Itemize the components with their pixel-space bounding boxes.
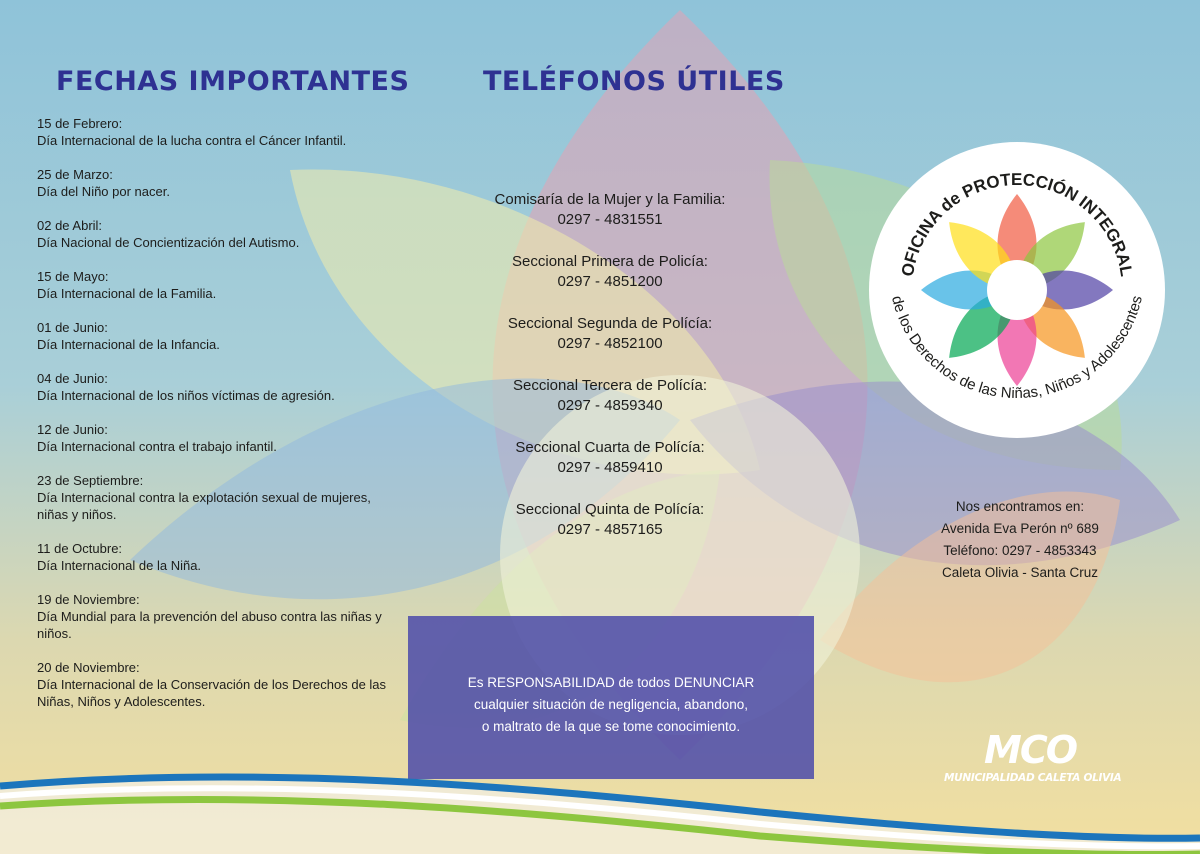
phone-label: Seccional Tercera de Polícía: [513, 377, 707, 394]
date-item: 15 de Febrero: Día Internacional de la lu… [37, 115, 392, 149]
date-item: 23 de Septiembre: Día Internacional contr… [37, 472, 392, 523]
date-label: 19 de Noviembre: [37, 592, 140, 607]
useful-phones-list: Comisaría de la Mujer y la Familia: 0297 … [455, 190, 765, 562]
date-description: Día Mundial para la prevención del abuso… [37, 609, 382, 641]
date-description: Día del Niño por nacer. [37, 184, 170, 199]
date-item: 20 de Noviembre: Día Internacional de la … [37, 659, 392, 710]
date-label: 23 de Septiembre: [37, 473, 144, 488]
phone-label: Seccional Cuarta de Polícía: [515, 439, 705, 456]
date-description: Día Nacional de Concientización del Auti… [37, 235, 300, 250]
phone-label: Seccional Segunda de Polícía: [507, 315, 713, 332]
date-label: 15 de Febrero: [37, 116, 123, 131]
address-phone: Teléfono: 0297 - 4853343 [943, 543, 1097, 558]
date-description: Día Internacional de los niños víctimas … [37, 388, 335, 403]
flower-icon [921, 194, 1113, 386]
phone-number: 0297 - 4851200 [557, 273, 663, 290]
date-description: Día Internacional de la Niña. [37, 558, 202, 573]
phone-item: Comisaría de la Mujer y la Familia: 0297 … [455, 190, 765, 230]
date-description: Día Internacional de la lucha contra el … [37, 133, 347, 148]
date-item: 19 de Noviembre: Día Mundial para la prev… [37, 591, 392, 642]
date-label: 02 de Abril: [37, 218, 103, 233]
office-logo: OFICINA de PROTECCIÓN INTEGRAL de los De… [869, 142, 1165, 438]
address-street: Avenida Eva Perón nº 689 [941, 521, 1099, 536]
date-label: 01 de Junio: [37, 320, 108, 335]
phone-number: 0297 - 4857165 [557, 521, 663, 538]
date-item: 12 de Junio: Día Internacional contra el … [37, 421, 392, 455]
phone-label: Comisaría de la Mujer y la Familia: [494, 191, 726, 208]
municipality-logo-mark: MCO [984, 728, 1078, 772]
date-description: Día Internacional contra el trabajo infa… [37, 439, 277, 454]
address-heading: Nos encontramos en: [955, 499, 1085, 514]
date-label: 04 de Junio: [37, 371, 108, 386]
phone-item: Seccional Segunda de Polícía: 0297 - 4852… [455, 314, 765, 354]
date-description: Día Internacional de la Infancia. [37, 337, 220, 352]
phone-label: Seccional Primera de Policía: [512, 253, 708, 270]
notice-line: cualquier situación de negligencia, aban… [474, 697, 748, 712]
address-block: Nos encontramos en: Avenida Eva Perón nº… [900, 496, 1140, 584]
notice-line: o maltrato de la que se tome conocimient… [481, 719, 741, 734]
phone-label: Seccional Quinta de Polícía: [515, 501, 705, 518]
date-label: 12 de Junio: [37, 422, 108, 437]
phone-item: Seccional Cuarta de Polícía: 0297 - 48594… [455, 438, 765, 478]
phones-title: TELÉFONOS ÚTILES [483, 66, 785, 97]
date-label: 15 de Mayo: [37, 269, 109, 284]
date-item: 02 de Abril: Día Nacional de Concientizac… [37, 217, 392, 251]
phone-item: Seccional Tercera de Polícía: 0297 - 4859… [455, 376, 765, 416]
date-label: 20 de Noviembre: [37, 660, 140, 675]
phone-item: Seccional Primera de Policía: 0297 - 4851… [455, 252, 765, 292]
date-item: 04 de Junio: Día Internacional de los niñ… [37, 370, 392, 404]
phone-number: 0297 - 4852100 [557, 335, 663, 352]
phone-number: 0297 - 4859340 [557, 397, 663, 414]
date-label: 11 de Octubre: [37, 541, 123, 556]
notice-line: Es RESPONSABILIDAD de todos DENUNCIAR [467, 675, 755, 690]
date-item: 01 de Junio: Día Internacional de la Infa… [37, 319, 392, 353]
phone-number: 0297 - 4831551 [557, 211, 663, 228]
date-item: 25 de Marzo: Día del Niño por nacer. [37, 166, 392, 200]
date-description: Día Internacional de la Familia. [37, 286, 217, 301]
responsibility-notice: Es RESPONSABILIDAD de todos DENUNCIAR cu… [408, 616, 814, 779]
date-label: 25 de Marzo: [37, 167, 113, 182]
municipality-logo-name: MUNICIPALIDAD CALETA OLIVIA [944, 772, 1122, 784]
decorative-waves [0, 773, 1200, 854]
date-description: Día Internacional contra la explotación … [37, 490, 371, 522]
date-description: Día Internacional de la Conservación de … [37, 677, 387, 709]
date-item: 15 de Mayo: Día Internacional de la Famil… [37, 268, 392, 302]
phone-number: 0297 - 4859410 [557, 459, 663, 476]
important-dates-list: 15 de Febrero: Día Internacional de la lu… [37, 115, 392, 727]
date-item: 11 de Octubre: Día Internacional de la Ni… [37, 540, 392, 574]
address-city: Caleta Olivia - Santa Cruz [941, 565, 1099, 580]
dates-title: FECHAS IMPORTANTES [56, 66, 410, 97]
phone-item: Seccional Quinta de Polícía: 0297 - 48571… [455, 500, 765, 540]
